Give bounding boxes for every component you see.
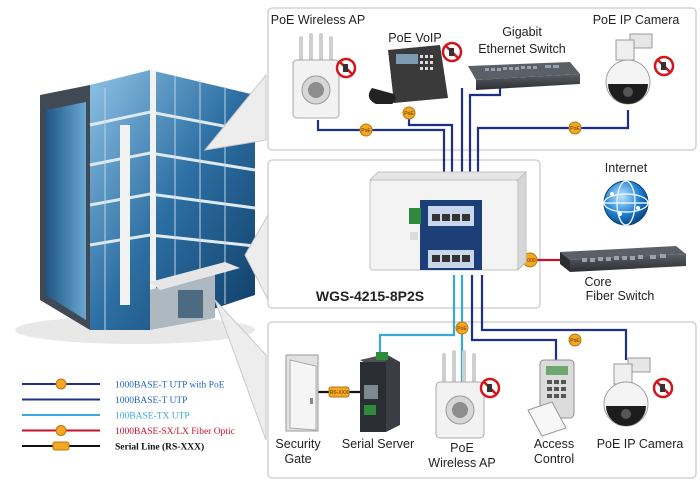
- label-poe-wireless-ap-top: PoE Wireless AP: [271, 13, 365, 27]
- poe-voip-phone-icon: [368, 45, 448, 104]
- no-power-icon: [441, 41, 463, 63]
- legend-row: 100BASE-TX UTP: [22, 412, 190, 422]
- legend-row: 1000BASE-SX/LX Fiber Optic: [22, 425, 235, 437]
- label-internet: Internet: [605, 161, 648, 175]
- label-core-line2: Fiber Switch: [586, 289, 655, 303]
- line-camera-top: [476, 110, 630, 200]
- label-poe-ip-camera-top: PoE IP Camera: [593, 13, 680, 27]
- poe-badge: PoE: [568, 121, 582, 135]
- line-camera-bottom: [480, 275, 628, 360]
- label-poe-ap-bottom-line1: PoE: [450, 441, 474, 455]
- poe-badge: PoE: [568, 333, 582, 347]
- label-access-line2: Control: [534, 452, 574, 466]
- label-security-line1: Security: [275, 437, 321, 451]
- poe-ip-camera-bottom-icon: [603, 357, 651, 427]
- gigabit-switch-icon: [468, 62, 580, 90]
- legend-row: 1000BASE-T UTP: [22, 396, 187, 406]
- line-serial-server: [378, 275, 456, 360]
- label-access-line1: Access: [534, 437, 574, 451]
- legend-label: 1000BASE-T UTP with PoE: [115, 381, 225, 391]
- svg-text:PoE: PoE: [457, 326, 467, 332]
- callout-wedges: [203, 73, 269, 441]
- label-core-line1: Core: [584, 275, 611, 289]
- no-power-icon: [479, 377, 501, 399]
- device-model-label: WGS-4215-8P2S: [316, 288, 424, 304]
- serial-badge: RS-XXX: [328, 386, 350, 398]
- svg-text:PoE: PoE: [570, 338, 580, 344]
- poe-ip-camera-top-icon: [605, 33, 653, 105]
- legend-badge: [55, 378, 67, 390]
- no-power-icon: [653, 55, 675, 77]
- label-poe-ap-bottom-line2: Wireless AP: [428, 456, 495, 470]
- line-badges: PoE PoE PoE 1000 PoE PoE RS-XXX: [328, 106, 582, 398]
- legend-badge: [55, 425, 67, 436]
- label-security-line2: Gate: [284, 452, 311, 466]
- svg-text:PoE: PoE: [404, 111, 414, 117]
- label-serial-server: Serial Server: [342, 437, 414, 451]
- line-ap-top: [316, 120, 446, 200]
- line-access: [470, 275, 558, 360]
- poe-badge: PoE: [359, 123, 373, 137]
- legend-row: Serial Line (RS-XXX): [22, 441, 204, 453]
- svg-text:PoE: PoE: [361, 128, 371, 134]
- label-gigabit-line2: Ethernet Switch: [478, 42, 566, 56]
- svg-text:RS-XXX: RS-XXX: [330, 390, 349, 396]
- legend: 1000BASE-T UTP with PoE 1000BASE-T UTP 100…: [22, 378, 235, 453]
- serial-server-icon: [360, 352, 400, 432]
- legend-row: 1000BASE-T UTP with PoE: [22, 378, 225, 391]
- svg-text:1000: 1000: [524, 258, 535, 264]
- legend-serial-badge: [52, 441, 70, 451]
- wgs-4215-8p2s-switch: [368, 170, 528, 272]
- access-control-icon: [527, 359, 575, 437]
- label-poe-ip-camera-bottom: PoE IP Camera: [597, 437, 684, 451]
- label-gigabit-line1: Gigabit: [502, 25, 542, 39]
- no-power-icon: [335, 57, 357, 79]
- core-fiber-switch-icon: [560, 246, 686, 272]
- legend-label: 1000BASE-SX/LX Fiber Optic: [115, 427, 235, 437]
- poe-badge: PoE: [455, 321, 469, 335]
- legend-label: Serial Line (RS-XXX): [115, 442, 204, 453]
- poe-badge: PoE: [402, 106, 416, 120]
- internet-globe-icon: [603, 180, 649, 226]
- no-power-icon: [652, 377, 674, 399]
- legend-label: 100BASE-TX UTP: [115, 412, 190, 422]
- legend-label: 1000BASE-T UTP: [115, 396, 187, 406]
- office-building: [15, 70, 256, 344]
- poe-wireless-ap-top-icon: [292, 33, 340, 119]
- security-gate-door-icon: [285, 354, 319, 432]
- line-gigabit-b: [468, 88, 502, 200]
- poe-wireless-ap-bottom-icon: [435, 350, 485, 439]
- label-poe-voip: PoE VoIP: [388, 31, 442, 45]
- svg-text:PoE: PoE: [570, 126, 580, 132]
